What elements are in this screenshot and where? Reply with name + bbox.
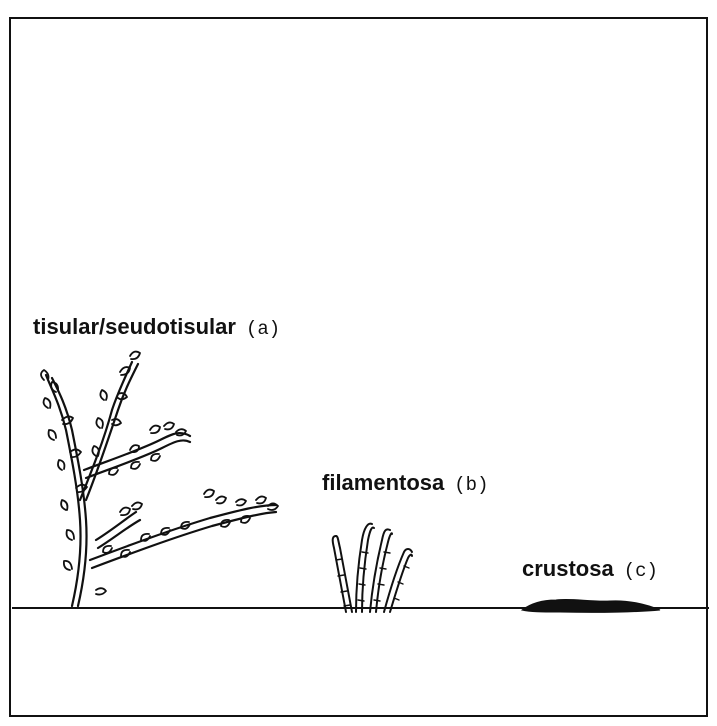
crustosa-alga-drawing <box>522 599 660 612</box>
filamentosa-alga-drawing <box>333 524 412 612</box>
tisular-alga-drawing <box>41 352 278 606</box>
